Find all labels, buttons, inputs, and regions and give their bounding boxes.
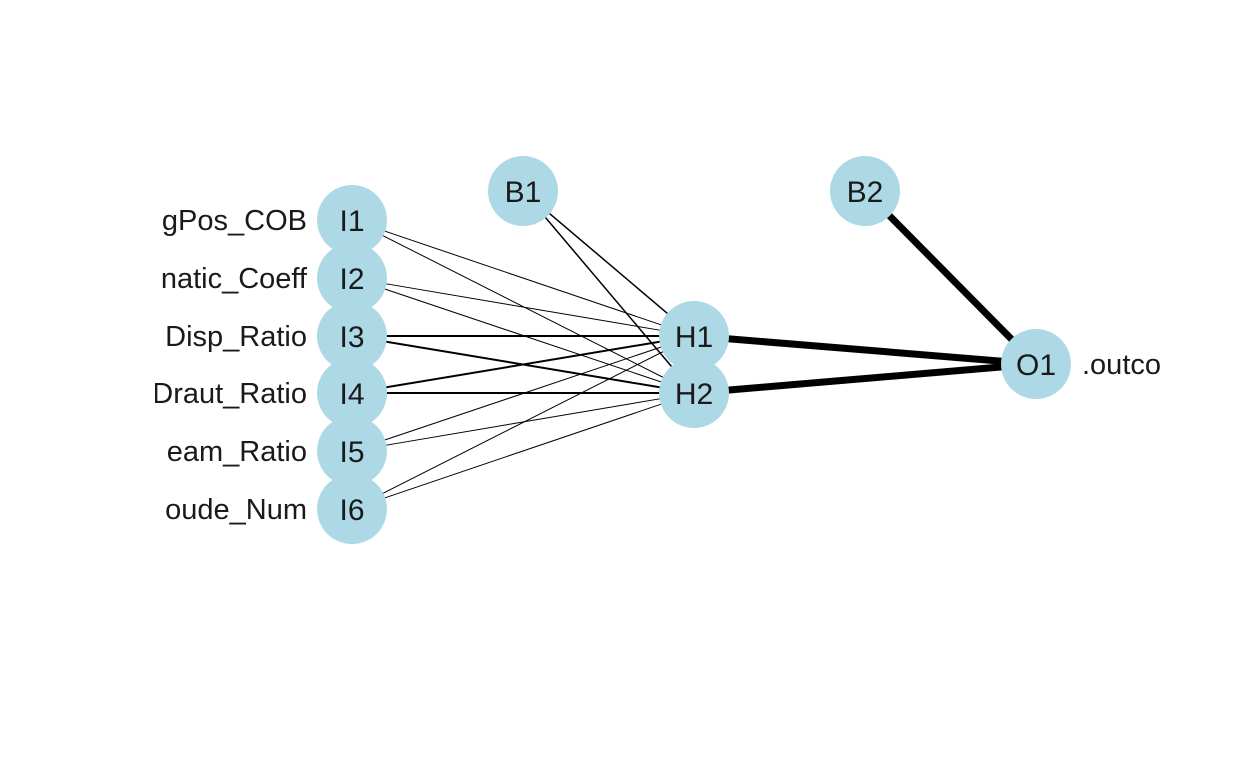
connection-layer: [379, 210, 1017, 500]
node-label: B1: [505, 176, 542, 209]
input-variable-label-5: eam_Ratio: [167, 436, 307, 468]
input-node-i1: I1: [317, 185, 387, 255]
node-label: H1: [675, 321, 713, 354]
edge-i1-h1: [381, 229, 665, 327]
node-label: I5: [339, 436, 364, 469]
hidden-node-h1: H1: [659, 301, 729, 371]
input-node-i2: I2: [317, 243, 387, 313]
node-label: I1: [339, 205, 364, 238]
node-label: I6: [339, 494, 364, 527]
input-variable-label-3: Disp_Ratio: [165, 321, 307, 353]
input-node-i5: I5: [317, 416, 387, 486]
output-node-o1: O1: [1001, 329, 1071, 399]
input-variable-label-4: Draut_Ratio: [152, 378, 307, 410]
input-node-i6: I6: [317, 474, 387, 544]
bias-node-b1: B1: [488, 156, 558, 226]
hidden-node-h2: H2: [659, 358, 729, 428]
input-variable-label-1: gPos_COB: [162, 205, 307, 237]
input-variable-label-2: natic_Coeff: [161, 263, 308, 295]
edge-h1-o1: [724, 335, 1006, 365]
edge-h2-o1: [724, 363, 1006, 394]
edge-b1-h2: [542, 214, 675, 370]
node-label: O1: [1016, 349, 1056, 382]
bias-node-b2: B2: [830, 156, 900, 226]
input-variable-label-6: oude_Num: [165, 494, 307, 526]
bias-layer: B1 B2: [488, 156, 900, 226]
node-label: I2: [339, 263, 364, 296]
edge-i6-h2: [381, 402, 665, 500]
edge-i4-h1: [382, 340, 664, 389]
node-label: H2: [675, 378, 713, 411]
edge-i2-h1: [382, 282, 664, 332]
node-label: I3: [339, 321, 364, 354]
input-layer: I1 I2 I3 I4 I5 I6: [317, 185, 387, 544]
input-node-i3: I3: [317, 301, 387, 371]
node-label: B2: [847, 176, 884, 209]
edge-b1-h1: [546, 210, 671, 317]
edge-b2-o1: [884, 210, 1017, 345]
edge-i6-h1: [379, 349, 667, 496]
hidden-layer: H1 H2: [659, 301, 729, 428]
input-label-group: gPos_COB natic_Coeff Disp_Ratio Draut_Ra…: [152, 205, 308, 526]
output-layer: O1 .outco: [1001, 329, 1161, 399]
edge-i5-h1: [381, 345, 665, 442]
node-label: I4: [339, 378, 364, 411]
input-node-i4: I4: [317, 358, 387, 428]
output-variable-label: .outco: [1082, 349, 1161, 381]
